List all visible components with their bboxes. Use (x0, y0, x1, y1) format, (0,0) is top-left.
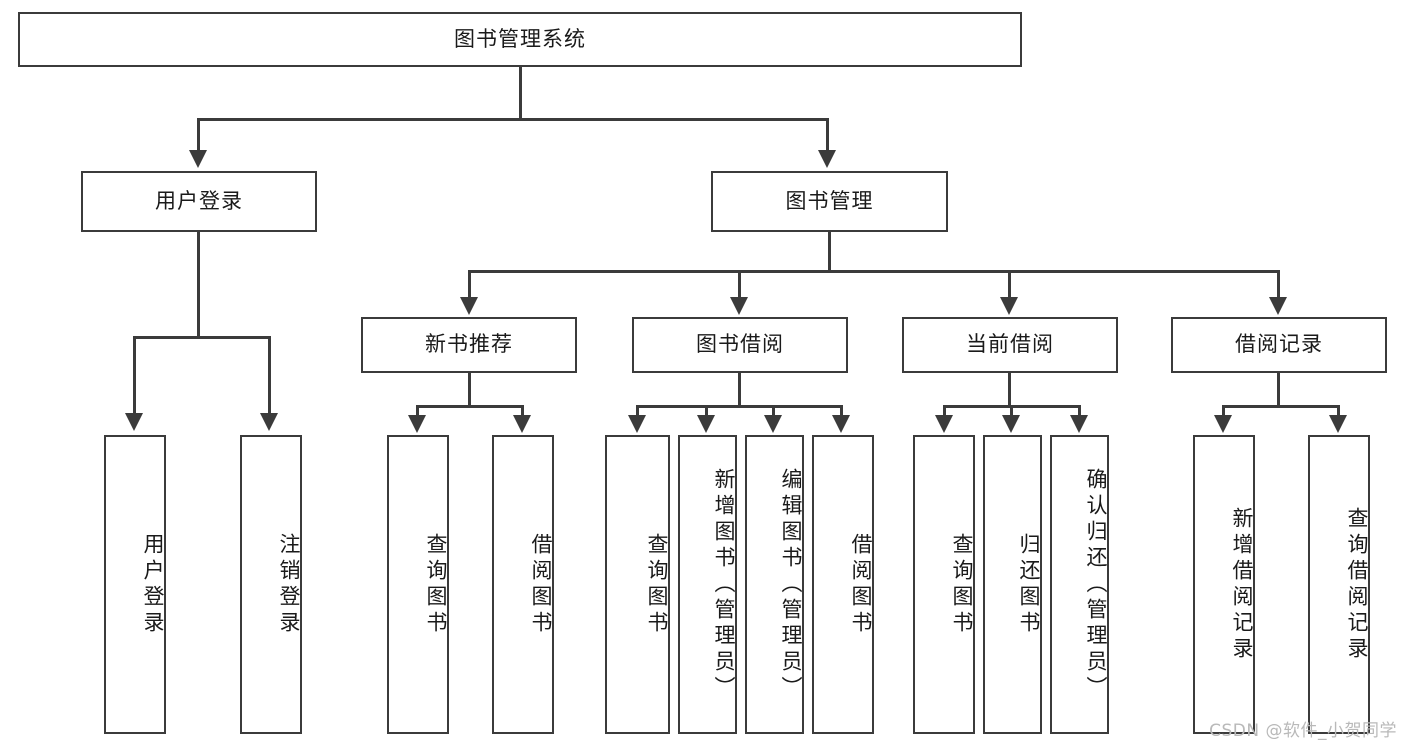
connector-drop-cb-return (1010, 405, 1013, 419)
connector-drop-cb-confirm (1078, 405, 1081, 419)
connector-level2-bus (197, 118, 829, 121)
leaf-nb-borrow-book: 借阅图书 (492, 435, 554, 734)
connector-drop-user-login (197, 118, 200, 153)
node-book-borrow: 图书借阅 (632, 317, 848, 373)
connector-drop-bb-edit (772, 405, 775, 419)
arrowhead-book-mgmt (818, 150, 836, 168)
connector-borrow-record-bus (1222, 405, 1340, 408)
node-root-system: 图书管理系统 (18, 12, 1022, 67)
connector-book-borrow-bus (636, 405, 842, 408)
node-current-borrow: 当前借阅 (902, 317, 1118, 373)
connector-drop-bb-add (705, 405, 708, 419)
connector-drop-bb-borrow (840, 405, 843, 419)
leaf-br-query-record: 查询借阅记录 (1308, 435, 1370, 734)
arrowhead-cb-return (1002, 415, 1020, 433)
connector-book-borrow-stem (738, 373, 741, 407)
connector-drop-nb-query (416, 405, 419, 419)
connector-book-mgmt-stem (828, 232, 831, 270)
connector-new-book-stem (468, 373, 471, 407)
connector-borrow-record-stem (1277, 373, 1280, 407)
arrowhead-br-add (1214, 415, 1232, 433)
connector-drop-nb-borrow (521, 405, 524, 419)
leaf-bb-borrow-book: 借阅图书 (812, 435, 874, 734)
connector-current-borrow-stem (1008, 373, 1011, 407)
arrowhead-cb-query (935, 415, 953, 433)
leaf-cb-query-book: 查询图书 (913, 435, 975, 734)
connector-drop-leaf-logout (268, 336, 271, 416)
connector-user-login-stem (197, 232, 200, 336)
node-new-book-recommend: 新书推荐 (361, 317, 577, 373)
leaf-nb-query-book: 查询图书 (387, 435, 449, 734)
leaf-logout: 注销登录 (240, 435, 302, 734)
leaf-br-add-record: 新增借阅记录 (1193, 435, 1255, 734)
arrowhead-bb-query (628, 415, 646, 433)
node-book-management: 图书管理 (711, 171, 948, 232)
connector-drop-book-borrow (738, 270, 741, 300)
node-borrow-record: 借阅记录 (1171, 317, 1387, 373)
arrowhead-bb-borrow (832, 415, 850, 433)
leaf-user-login: 用户登录 (104, 435, 166, 734)
leaf-bb-edit-book: 编辑图书（管理员） (745, 435, 804, 734)
connector-drop-br-query (1337, 405, 1340, 419)
connector-root-stem (519, 67, 522, 118)
arrowhead-bb-add (697, 415, 715, 433)
arrowhead-user-login (189, 150, 207, 168)
leaf-bb-add-book: 新增图书（管理员） (678, 435, 737, 734)
arrowhead-bb-edit (764, 415, 782, 433)
connector-drop-book-mgmt (826, 118, 829, 153)
arrowhead-br-query (1329, 415, 1347, 433)
arrowhead-leaf-user-login (125, 413, 143, 431)
connector-drop-current-borrow (1008, 270, 1011, 300)
connector-drop-new-book (468, 270, 471, 300)
connector-new-book-bus (416, 405, 524, 408)
connector-user-login-bus (133, 336, 271, 339)
arrowhead-nb-borrow (513, 415, 531, 433)
connector-drop-borrow-record (1277, 270, 1280, 300)
connector-drop-cb-query (943, 405, 946, 419)
leaf-cb-confirm-return: 确认归还（管理员） (1050, 435, 1109, 734)
arrowhead-leaf-logout (260, 413, 278, 431)
arrowhead-nb-query (408, 415, 426, 433)
arrowhead-borrow-record (1269, 297, 1287, 315)
connector-drop-br-add (1222, 405, 1225, 419)
arrowhead-cb-confirm (1070, 415, 1088, 433)
connector-drop-leaf-user-login (133, 336, 136, 416)
arrowhead-current-borrow (1000, 297, 1018, 315)
watermark-credit: CSDN @软件_小贺同学 (1209, 721, 1397, 741)
arrowhead-new-book (460, 297, 478, 315)
leaf-bb-query-book: 查询图书 (605, 435, 670, 734)
connector-drop-bb-query (636, 405, 639, 419)
connector-level3-bus (468, 270, 1280, 273)
node-user-login: 用户登录 (81, 171, 317, 232)
leaf-cb-return-book: 归还图书 (983, 435, 1042, 734)
arrowhead-book-borrow (730, 297, 748, 315)
